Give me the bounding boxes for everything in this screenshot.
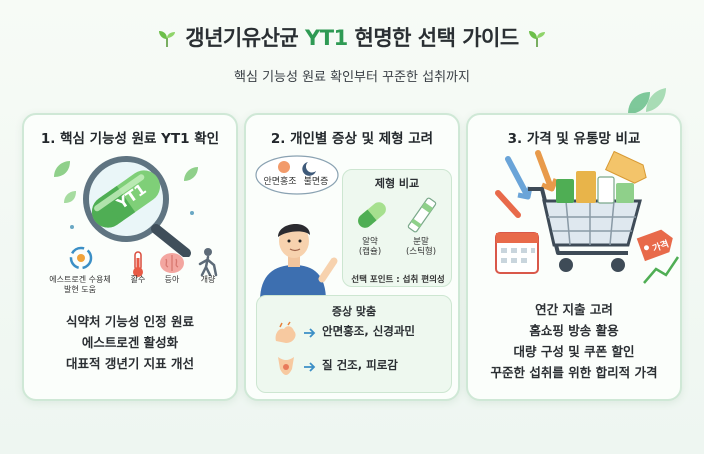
card-price-channel: 3. 가격 및 유통망 비교 [466, 113, 682, 401]
form-compare-box [342, 169, 452, 287]
card-title: 3. 가격 및 유통망 비교 [507, 131, 641, 147]
symptom-box-title: 증상 맞춤 [331, 305, 377, 318]
sprout-icon [159, 31, 176, 47]
icon-label-thermo: 활수 [130, 275, 146, 284]
card-line: 꾸준한 섭취를 위한 합리적 가격 [490, 365, 658, 380]
icon-label-brain: 등아 [164, 275, 180, 284]
form-label-powder: 분말(스틱형) [405, 237, 437, 257]
form-box-title: 제형 비교 [374, 177, 420, 190]
card-title: 1. 핵심 기능성 원료 YT1 확인 [40, 131, 220, 147]
symptom-item: 질 건조, 피로감 [322, 358, 398, 372]
card-line: 대량 구성 및 쿠폰 할인 [513, 344, 635, 359]
arrow-right-icon [304, 362, 316, 372]
title-accent: YT1 [305, 26, 348, 50]
card-lines: 식약처 기능성 인정 원료 에스트로겐 활성화 대표적 갱년기 지표 개선 [24, 311, 236, 374]
card-symptoms-forms: 2. 개인별 증상 및 제형 고려 안면홍조 불면증 제형 비교 [244, 113, 460, 401]
capsule-pill-icon [358, 202, 386, 228]
symptom-box [256, 295, 452, 393]
symptom-item: 안면홍조, 신경과민 [322, 324, 416, 338]
powder-stick-icon [407, 197, 437, 233]
receptor-icon [69, 246, 93, 270]
hands-icon [275, 321, 296, 343]
selection-point: 선택 포인트 : 섭취 편의성 [351, 275, 445, 285]
magnifier-capsule-icon: YT1 [54, 156, 198, 257]
walking-person-icon [198, 248, 218, 277]
card-line: 홈쇼핑 방송 활용 [529, 323, 619, 338]
card-lines: 연간 지출 고려 홈쇼핑 방송 활용 대량 구성 및 쿠폰 할인 꾸준한 섭취를… [468, 299, 680, 383]
card-line: 에스트로겐 활성화 [81, 335, 179, 350]
bubble-label-flush: 안면홍조 [263, 177, 297, 187]
thermometer-icon [133, 251, 143, 277]
card-line: 대표적 갱년기 지표 개선 [65, 356, 195, 371]
card-line: 식약처 기능성 인정 원료 [65, 314, 195, 329]
title-post: 현명한 선택 가이드 [347, 26, 519, 50]
shopping-cart-icon [495, 150, 680, 284]
sprout-icon [528, 31, 545, 47]
bubble-label-insomnia: 불면증 [303, 177, 329, 187]
page-title: 갱년기유산균 YT1 현명한 선택 가이드 [0, 22, 704, 52]
card-line: 연간 지출 고려 [535, 302, 613, 317]
person-illustration-icon [260, 223, 338, 301]
body-icon [278, 357, 294, 375]
thought-bubble-icon [255, 155, 339, 195]
arrow-right-icon [304, 328, 316, 338]
form-label-capsule: 알약(캡슐) [358, 237, 382, 257]
leaves-icon [628, 88, 666, 114]
title-pre: 갱년기유산균 [185, 26, 306, 50]
icon-label-walk: 개량 [200, 275, 216, 284]
page-subtitle: 핵심 기능성 원료 확인부터 꾸준한 섭취까지 [234, 70, 470, 85]
card-title: 2. 개인별 증상 및 제형 고려 [270, 131, 434, 147]
brain-icon [160, 253, 184, 273]
